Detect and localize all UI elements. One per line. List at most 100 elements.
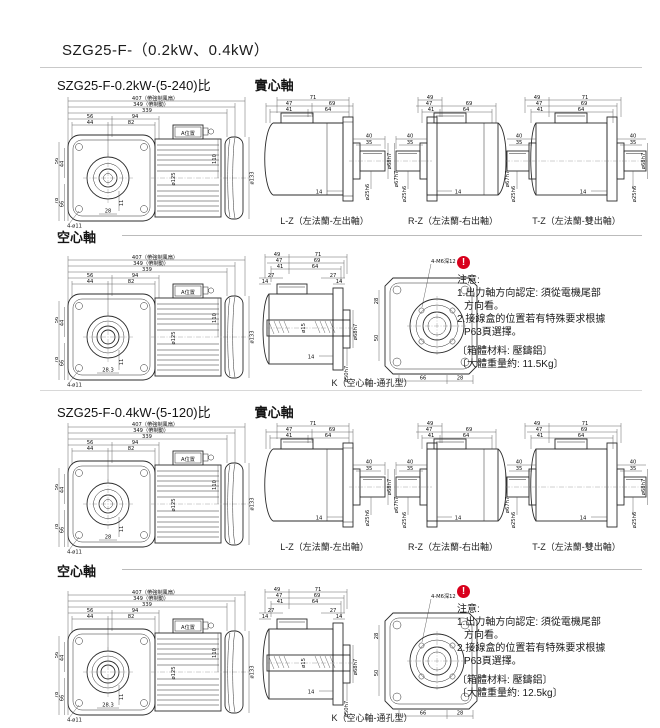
lz-label: L-Z（左法蘭-左出軸）	[280, 542, 369, 552]
svg-text:14: 14	[316, 190, 323, 196]
svg-text:47: 47	[286, 101, 293, 107]
rz-dimensions	[416, 423, 497, 449]
svg-text:40: 40	[366, 134, 373, 140]
svg-text:35: 35	[516, 466, 523, 472]
svg-text:ø25h6: ø25h6	[632, 186, 638, 202]
rz-view: 49 47 69 41 64 40 35 ø67h7 ø25h6 14	[392, 95, 514, 207]
svg-text:A位置: A位置	[181, 455, 195, 463]
rz-shaft-dimensions: 40 35 ø67h7 ø25h6 14	[394, 460, 462, 529]
gearbox-front	[67, 628, 156, 716]
svg-text:35: 35	[366, 140, 373, 146]
fan-cover	[224, 630, 244, 714]
svg-text:28: 28	[374, 633, 380, 640]
notes-title: 注意:	[457, 604, 480, 615]
svg-text:66: 66	[60, 527, 66, 534]
svg-text:4-M6深12: 4-M6深12	[431, 592, 456, 600]
lz-dimension-text: 71 47 69 41 64	[286, 421, 336, 439]
k-label: K（空心軸-通孔型）	[331, 378, 413, 388]
k-side-view-svg: 49 71 47 69 41 64 27 14 27 14 ø15 ø68h7 …	[259, 587, 359, 717]
svg-text:110: 110	[212, 313, 218, 323]
tz-body	[505, 112, 648, 202]
left-dimensions: 56 44 78 66	[55, 301, 66, 380]
svg-text:40: 40	[630, 134, 637, 140]
svg-text:A位置: A位置	[181, 288, 195, 296]
rz-view-svg: 49 47 69 41 64 40 35 ø67h7 ø25h6 14	[394, 95, 507, 202]
terminal-box: A位置	[172, 283, 214, 299]
top-dimension-text: 407（帶強制風扇） 349（帶制動） 339 56 94 44 82	[87, 589, 178, 620]
svg-text:94: 94	[132, 114, 139, 120]
section2-hollow-rule	[122, 569, 642, 570]
bottom-dimensions: 28 11 4-ø11	[67, 517, 125, 554]
svg-text:35: 35	[630, 466, 637, 472]
svg-text:94: 94	[132, 608, 139, 614]
svg-text:11: 11	[119, 200, 125, 207]
rz-label: R-Z（左法蘭-右出軸）	[408, 216, 498, 226]
svg-text:ø15: ø15	[301, 658, 307, 668]
svg-text:ø133: ø133	[250, 497, 256, 510]
svg-text:ø133: ø133	[250, 665, 256, 678]
section1-solid-shaft-label: 實心軸	[254, 78, 294, 93]
notes-block-1: ! 注意: 1.出力軸方向認定: 須從電機尾部 方向看。 2.接線盒的位置若有特…	[457, 256, 660, 371]
rz-label: R-Z（左法蘭-右出軸）	[408, 542, 498, 552]
main-drawing-hollow: 407（帶強制風扇） 349（帶制動） 339 56 94 44 82 A位置 …	[55, 589, 255, 722]
tz-dimension-text: 49 71 47 69 41 64	[534, 95, 589, 113]
k-front-flange	[384, 612, 478, 710]
svg-text:ø25h6: ø25h6	[365, 510, 371, 526]
svg-text:69: 69	[466, 101, 473, 107]
tz-dimension-text: 49 71 47 69 41 64	[534, 421, 589, 439]
svg-text:56: 56	[87, 440, 94, 446]
rz-body	[394, 438, 507, 528]
right-dimensions: 110 ø125 ø133	[171, 296, 255, 378]
svg-text:44: 44	[87, 120, 94, 126]
lz-view-svg: 71 47 69 41 64 40 35 ø68h7 ø25h6 14	[264, 95, 392, 202]
svg-text:11: 11	[119, 526, 125, 533]
k-front-view: 4-M6深12 28 50 66 28	[373, 254, 488, 389]
terminal-box: A位置	[172, 450, 214, 466]
svg-text:407（帶強制風扇）: 407（帶強制風扇）	[132, 589, 178, 596]
svg-text:44: 44	[60, 654, 66, 661]
tz-view-svg: 49 71 47 69 41 64 40 35 40 35 ø67h7 ø25h…	[505, 95, 648, 202]
main-drawing-solid: 407（帶強制風扇） 349（帶制動） 339 56 94 44 82 A位置 …	[55, 95, 255, 228]
svg-text:ø125: ø125	[171, 498, 177, 511]
svg-text:56: 56	[55, 484, 60, 491]
svg-text:407（帶強制風扇）: 407（帶強制風扇）	[132, 421, 178, 428]
rz-body	[394, 112, 507, 202]
top-dimensions	[67, 591, 246, 715]
svg-text:49: 49	[534, 421, 541, 427]
svg-text:49: 49	[274, 252, 281, 258]
rz-dimension-text: 49 47 69 41 64	[426, 421, 473, 439]
svg-text:28: 28	[105, 209, 112, 215]
section2-hollow-row: 407（帶強制風扇） 349（帶制動） 339 56 94 44 82 A位置 …	[55, 585, 660, 728]
svg-text:40: 40	[407, 460, 414, 466]
svg-text:78: 78	[55, 524, 60, 531]
svg-text:27: 27	[330, 273, 337, 279]
svg-text:4-ø11: 4-ø11	[67, 550, 82, 555]
k-front-view: 4-M6深12 28 50 66 28	[373, 589, 488, 724]
top-dimension-text: 407（帶強制風扇） 349（帶制動） 339 56 94 44 82	[87, 254, 178, 285]
svg-text:35: 35	[407, 466, 414, 472]
k-dimension-text: 49 71 47 69 41 64 27 14 27 14	[262, 252, 343, 285]
svg-text:71: 71	[310, 421, 317, 427]
svg-text:94: 94	[132, 440, 139, 446]
svg-text:78: 78	[55, 692, 60, 699]
svg-text:49: 49	[427, 95, 434, 101]
left-dimensions: 56 44 78 66	[55, 636, 66, 715]
bottom-dimensions: 28.3 11 4-ø11	[67, 350, 125, 387]
main-drawing-svg: 407（帶強制風扇） 349（帶制動） 339 56 94 44 82 A位置 …	[55, 421, 255, 554]
k-front-dimensions: 28 50 66 28	[374, 290, 474, 384]
svg-text:47: 47	[536, 427, 543, 433]
svg-text:47: 47	[426, 427, 433, 433]
svg-text:27: 27	[268, 273, 275, 279]
lz-view: 71 47 69 41 64 40 35 ø68h7 ø25h6 14	[257, 421, 392, 533]
alert-icon: !	[457, 256, 470, 269]
svg-text:40: 40	[366, 460, 373, 466]
svg-text:50: 50	[374, 335, 380, 342]
k-side-view: 49 71 47 69 41 64 27 14 27 14 ø15 ø68h7 …	[257, 587, 367, 722]
svg-text:ø68h7: ø68h7	[641, 479, 647, 495]
svg-text:ø50h7: ø50h7	[344, 366, 350, 382]
top-dimensions	[67, 97, 246, 221]
fan-cover	[224, 462, 244, 546]
svg-text:11: 11	[119, 694, 125, 701]
svg-text:64: 64	[463, 433, 470, 439]
svg-text:41: 41	[277, 264, 284, 270]
